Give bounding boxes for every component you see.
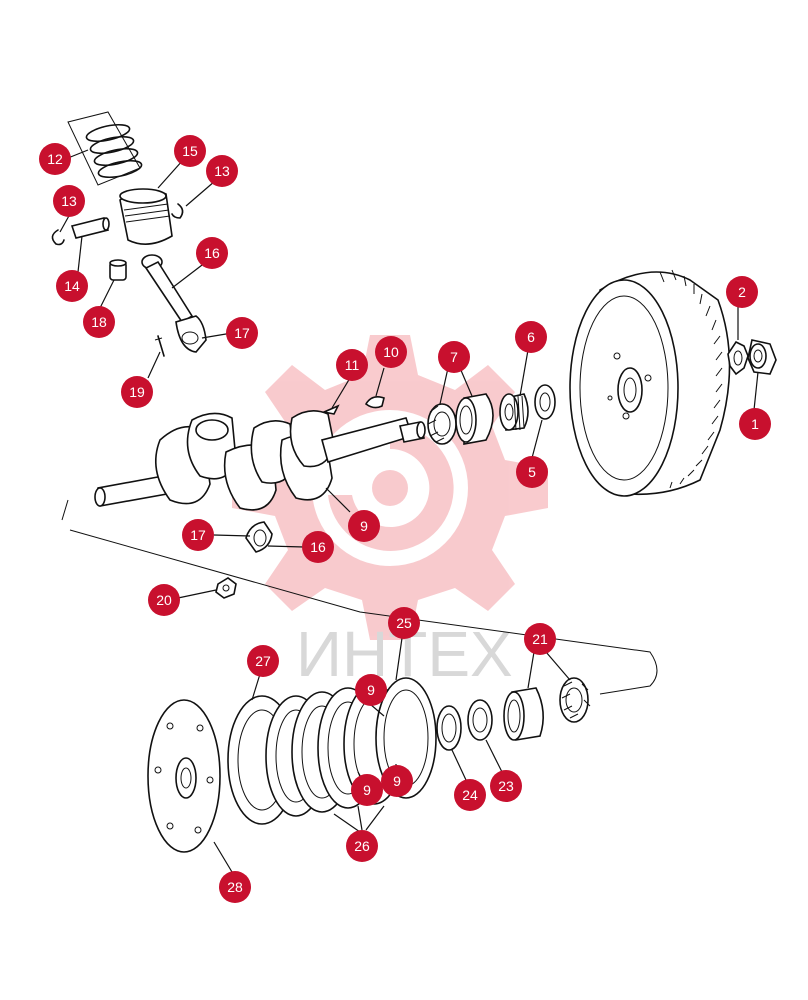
svg-text:27: 27	[255, 653, 271, 669]
flywheel-nut	[747, 339, 777, 375]
svg-text:24: 24	[462, 787, 478, 803]
spacer-ring-24	[436, 705, 462, 751]
callout-23: 23	[490, 770, 522, 802]
svg-text:15: 15	[182, 143, 198, 159]
lower-bearing-cone	[559, 677, 591, 723]
circlip-left	[51, 229, 65, 246]
svg-text:19: 19	[129, 384, 145, 400]
svg-text:18: 18	[91, 314, 107, 330]
callout-24: 24	[454, 779, 486, 811]
callout-19: 19	[121, 376, 153, 408]
callout-7: 7	[438, 341, 470, 373]
svg-text:20: 20	[156, 592, 172, 608]
callout-11: 11	[336, 349, 368, 381]
lower-bearing-cup	[503, 687, 544, 741]
svg-text:9: 9	[393, 773, 401, 789]
svg-text:14: 14	[64, 278, 80, 294]
leader-lines	[59, 149, 759, 873]
taper-bearing-cup	[455, 393, 494, 445]
svg-text:9: 9	[360, 518, 368, 534]
callout-15: 15	[174, 135, 206, 167]
svg-text:17: 17	[234, 325, 250, 341]
woodruff-key-small	[321, 404, 340, 415]
flywheel	[569, 269, 731, 497]
callout-17: 17	[226, 317, 258, 349]
svg-text:13: 13	[214, 163, 230, 179]
clutch-disc-stack	[265, 677, 437, 817]
end-plate	[147, 699, 221, 853]
svg-text:1: 1	[751, 416, 759, 432]
callout-20: 20	[148, 584, 180, 616]
callout-17: 17	[182, 519, 214, 551]
assembly-line	[61, 499, 658, 695]
svg-text:16: 16	[310, 539, 326, 555]
piston-rings	[67, 111, 143, 186]
svg-text:16: 16	[204, 245, 220, 261]
svg-text:26: 26	[354, 838, 370, 854]
svg-text:23: 23	[498, 778, 514, 794]
svg-text:25: 25	[396, 615, 412, 631]
callout-25: 25	[388, 607, 420, 639]
svg-text:12: 12	[47, 151, 63, 167]
svg-text:11: 11	[345, 357, 360, 373]
svg-text:17: 17	[190, 527, 206, 543]
svg-text:9: 9	[363, 782, 371, 798]
callout-27: 27	[247, 645, 279, 677]
callout-26: 26	[346, 830, 378, 862]
thrust-washer	[534, 384, 556, 420]
callout-2: 2	[726, 276, 758, 308]
callout-13: 13	[206, 155, 238, 187]
svg-text:13: 13	[61, 193, 77, 209]
callout-9: 9	[381, 765, 413, 797]
lock-washer	[727, 340, 749, 376]
rod-bolt	[154, 335, 165, 357]
callout-12: 12	[39, 143, 71, 175]
callout-13: 13	[53, 185, 85, 217]
callout-9: 9	[355, 674, 387, 706]
connecting-rod	[141, 254, 207, 353]
crankshaft	[94, 410, 426, 511]
callout-18: 18	[83, 306, 115, 338]
callout-14: 14	[56, 270, 88, 302]
svg-text:28: 28	[227, 879, 243, 895]
watermark-logo	[232, 335, 548, 640]
spacer-ring-23	[467, 699, 493, 741]
rod-cap	[245, 521, 273, 553]
svg-text:6: 6	[527, 329, 535, 345]
piston	[119, 188, 173, 245]
svg-text:10: 10	[383, 344, 399, 360]
callout-21: 21	[524, 623, 556, 655]
callout-16: 16	[302, 531, 334, 563]
callout-28: 28	[219, 871, 251, 903]
callout-5: 5	[516, 456, 548, 488]
callout-10: 10	[375, 336, 407, 368]
svg-text:9: 9	[367, 682, 375, 698]
svg-text:21: 21	[532, 631, 548, 647]
small-end-bushing	[109, 259, 127, 281]
circlip-right	[171, 203, 184, 219]
woodruff-key-half-moon	[364, 396, 385, 409]
svg-text:2: 2	[738, 284, 746, 300]
callout-9: 9	[348, 510, 380, 542]
callout-1: 1	[739, 408, 771, 440]
svg-text:7: 7	[450, 349, 458, 365]
callout-9: 9	[351, 774, 383, 806]
piston-pin	[70, 217, 110, 239]
callout-16: 16	[196, 237, 228, 269]
taper-bearing-cone	[427, 403, 457, 445]
callout-6: 6	[515, 321, 547, 353]
svg-text:5: 5	[528, 464, 536, 480]
crank-gear	[499, 393, 529, 431]
rod-nut	[215, 577, 237, 599]
